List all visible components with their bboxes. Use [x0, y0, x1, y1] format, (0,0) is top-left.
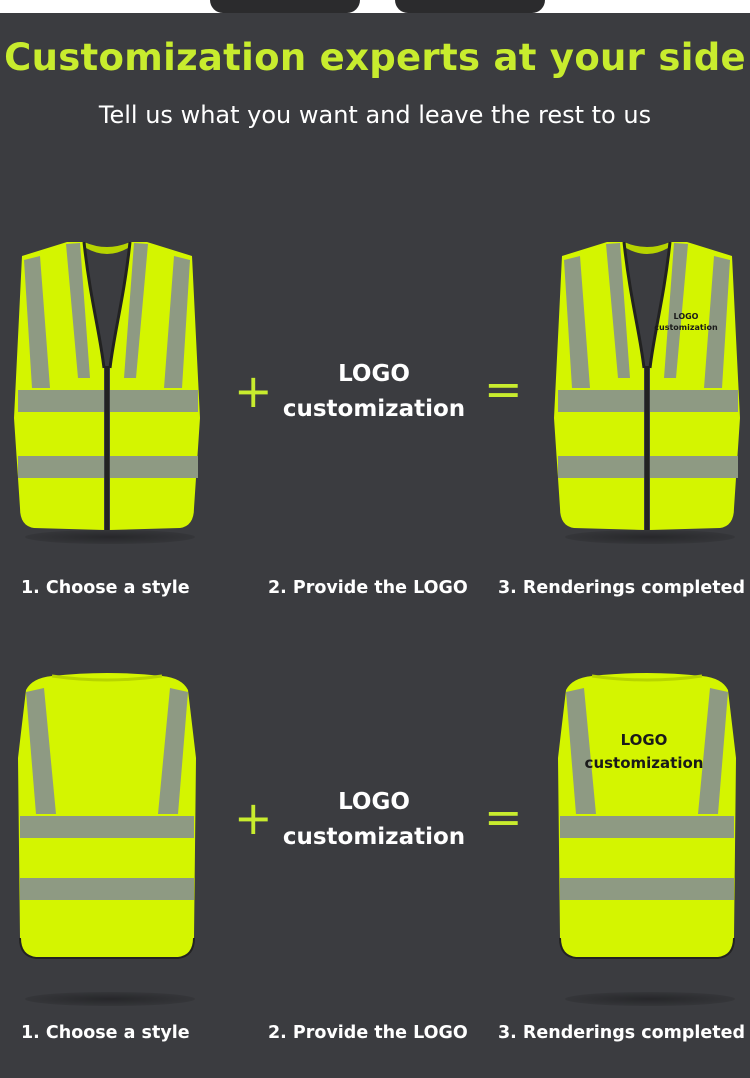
step-renderings-completed: 3. Renderings completed [498, 1023, 746, 1043]
front-vest-plain [14, 241, 200, 530]
vest-logo-line1: LOGO [673, 312, 699, 321]
logo-label-line2: customization [282, 396, 466, 422]
logo-label-line1: LOGO [338, 361, 410, 387]
vest-logo-line2: customization [654, 323, 718, 332]
back-vest-plain [18, 673, 196, 959]
step-choose-style: 1. Choose a style [21, 578, 190, 598]
front-vest-result [554, 241, 740, 530]
vest-shadow [25, 530, 195, 544]
logo-customization-label: LOGO customization [264, 785, 484, 855]
plus-sign: + [234, 791, 273, 845]
step-provide-logo: 2. Provide the LOGO [268, 578, 468, 598]
section-front: + LOGO customization = LOGO customizatio… [14, 241, 746, 598]
vest-logo-line1: LOGO [620, 731, 668, 749]
equals-sign: = [484, 362, 523, 416]
page-subtitle: Tell us what you want and leave the rest… [98, 101, 652, 129]
equals-sign: = [484, 790, 523, 844]
vest-chest-logo: LOGO customization [650, 311, 722, 333]
step-choose-style: 1. Choose a style [21, 1023, 190, 1043]
logo-customization-label: LOGO customization [264, 357, 484, 427]
vest-shadow [25, 992, 195, 1006]
step-provide-logo: 2. Provide the LOGO [268, 1023, 468, 1043]
vest-logo-line2: customization [584, 754, 704, 772]
step-renderings-completed: 3. Renderings completed [498, 578, 746, 598]
logo-label-line2: customization [282, 824, 466, 850]
logo-label-line1: LOGO [338, 789, 410, 815]
top-photo-strip [0, 0, 750, 13]
plus-sign: + [234, 364, 273, 418]
back-vest-result [558, 673, 736, 959]
vest-back-logo: LOGO customization [582, 729, 706, 775]
page-title: Customization experts at your side [4, 36, 746, 79]
vest-shadow [565, 530, 735, 544]
vest-shadow [565, 992, 735, 1006]
photo-fragment-right [395, 0, 545, 13]
photo-fragment-left [210, 0, 360, 13]
